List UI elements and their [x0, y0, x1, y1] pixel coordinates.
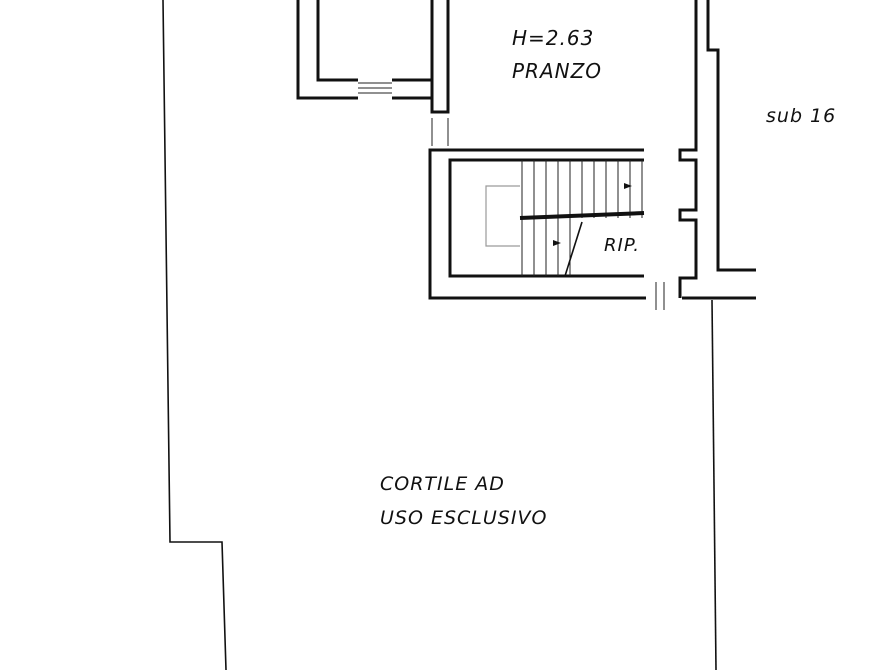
right-wall [678, 0, 756, 300]
neighbor-unit-label: sub 16 [766, 105, 836, 127]
stair-enclosure [428, 148, 646, 300]
upper-room-window [358, 82, 392, 94]
doorway-jambs [431, 118, 449, 146]
courtyard-right-boundary [711, 299, 717, 670]
room-label-pranzo: PRANZO [512, 59, 602, 83]
hidden-landing-outline [485, 185, 520, 247]
courtyard-label-line2: USO ESCLUSIVO [380, 507, 547, 529]
courtyard-left-boundary [162, 0, 227, 670]
stair-direction-arrows [553, 183, 632, 246]
door-gap-marks [655, 282, 665, 310]
courtyard-label-line1: CORTILE AD [380, 473, 505, 495]
height-label: H=2.63 [512, 26, 594, 50]
stair-treads [519, 160, 645, 277]
upper-room-walls [296, 0, 450, 114]
storage-label: RIP. [604, 235, 640, 256]
